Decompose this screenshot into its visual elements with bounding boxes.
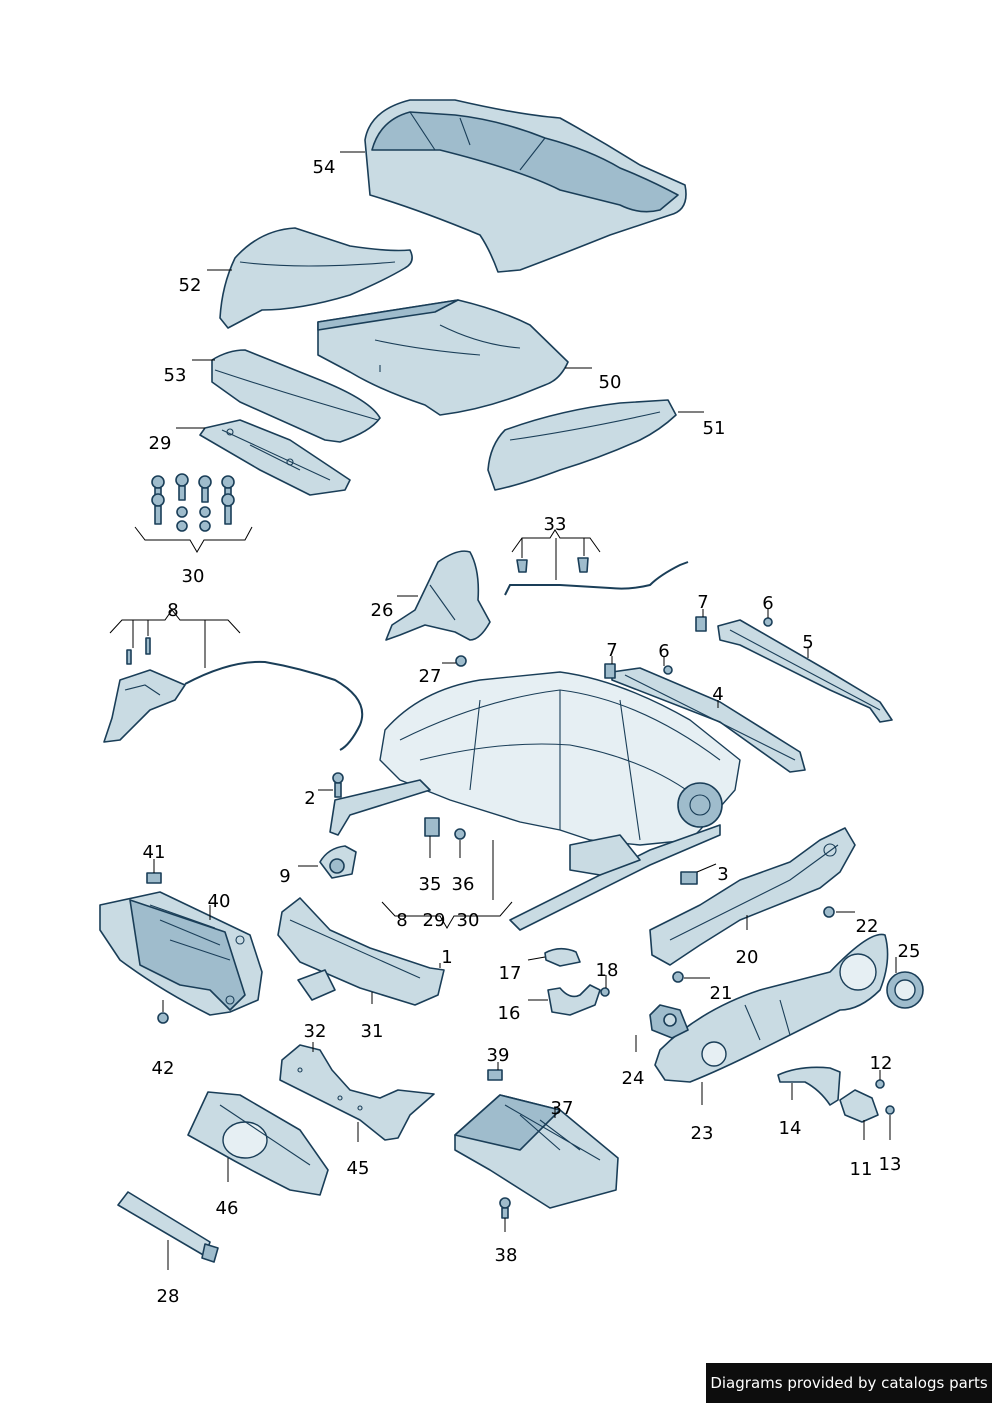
part-32-clip[interactable] [297, 969, 336, 1001]
callout-29-top: 29 [149, 433, 172, 454]
callout-6-lower: 6 [658, 641, 669, 662]
callout-18: 18 [596, 960, 619, 981]
part-50-seat-foam[interactable] [317, 299, 569, 416]
part-52-bolster-pad[interactable] [219, 227, 413, 329]
callout-32: 32 [304, 1021, 327, 1042]
callout-20: 20 [736, 947, 759, 968]
part-6-screw-lower[interactable] [663, 665, 673, 675]
callout-6-top: 6 [762, 593, 773, 614]
part-46-housing[interactable] [187, 1091, 329, 1196]
callout-38: 38 [495, 1245, 518, 1266]
callout-8-top: 8 [167, 600, 178, 621]
callout-54: 54 [313, 157, 336, 178]
callout-4: 4 [712, 684, 723, 705]
part-13-screw[interactable] [885, 1105, 895, 1115]
part-1-front-trim[interactable] [277, 897, 445, 1006]
part-14-lever[interactable] [777, 1066, 841, 1106]
part-9-knob[interactable] [319, 845, 357, 879]
credit-banner: Diagrams provided by catalogs parts [706, 1363, 992, 1403]
callout-28: 28 [157, 1286, 180, 1307]
part-27-screw[interactable] [455, 655, 467, 667]
callout-46: 46 [216, 1198, 239, 1219]
callout-16: 16 [498, 1003, 521, 1024]
part-8-release-cable[interactable] [103, 637, 364, 751]
callout-14: 14 [779, 1118, 802, 1139]
part-12-screw[interactable] [875, 1079, 885, 1089]
callout-39: 39 [487, 1045, 510, 1066]
part-54-seat-cover[interactable] [364, 99, 687, 273]
callout-12: 12 [870, 1053, 893, 1074]
callout-33: 33 [544, 514, 567, 535]
callout-29-lower: 29 [423, 910, 446, 931]
part-45-support-bracket[interactable] [279, 1044, 435, 1141]
part-53-front-pad[interactable] [211, 349, 381, 443]
part-23-side-panel[interactable] [654, 933, 889, 1083]
callout-36: 36 [452, 874, 475, 895]
callout-42: 42 [152, 1058, 175, 1079]
callout-2: 2 [304, 788, 315, 809]
part-5-seat-rail[interactable] [717, 619, 893, 723]
callout-37: 37 [551, 1098, 574, 1119]
callout-30-top: 30 [182, 566, 205, 587]
part-4-seat-rail[interactable] [611, 667, 806, 773]
callout-21: 21 [710, 983, 733, 1004]
part-26-side-trim[interactable] [385, 550, 491, 641]
part-21-screw[interactable] [672, 971, 684, 983]
callout-13: 13 [879, 1154, 902, 1175]
callout-11: 11 [850, 1159, 873, 1180]
callout-45: 45 [347, 1158, 370, 1179]
part-29-bracket[interactable] [199, 419, 351, 496]
part-42-screw[interactable] [157, 1012, 169, 1024]
part-7-clip-top[interactable] [695, 616, 707, 632]
part-30-fastener-set[interactable] [151, 473, 235, 532]
callout-52: 52 [179, 275, 202, 296]
part-17-handle[interactable] [544, 947, 581, 967]
callout-40: 40 [208, 891, 231, 912]
part-16-bracket[interactable] [547, 984, 601, 1016]
callout-5: 5 [802, 632, 813, 653]
callout-41: 41 [143, 842, 166, 863]
part-28-grease-tube[interactable] [117, 1191, 219, 1263]
callout-26: 26 [371, 600, 394, 621]
callout-30-lower: 30 [457, 910, 480, 931]
part-25-knob[interactable] [886, 971, 924, 1009]
part-41-clip[interactable] [146, 872, 162, 884]
part-2-bolt[interactable] [332, 772, 344, 798]
callout-9: 9 [279, 866, 290, 887]
callout-31: 31 [361, 1021, 384, 1042]
part-24-motor[interactable] [649, 1004, 689, 1039]
part-51-side-pad[interactable] [487, 399, 677, 491]
callout-8-lower: 8 [396, 910, 407, 931]
callout-50: 50 [599, 372, 622, 393]
callout-35: 35 [419, 874, 442, 895]
part-40-storage-drawer[interactable] [99, 891, 263, 1016]
callout-51: 51 [703, 418, 726, 439]
callout-3: 3 [717, 864, 728, 885]
part-3-connector[interactable] [680, 871, 698, 885]
part-39-clip[interactable] [487, 1069, 503, 1081]
part-33-wire-clip[interactable] [504, 557, 689, 596]
seat-frame-assembly[interactable] [329, 671, 741, 931]
part-36-screw[interactable] [454, 828, 466, 840]
callout-22: 22 [856, 916, 879, 937]
part-35-clip[interactable] [424, 817, 440, 837]
callout-24: 24 [622, 1068, 645, 1089]
part-38-screw[interactable] [499, 1197, 511, 1219]
callout-23: 23 [691, 1123, 714, 1144]
part-18-screw[interactable] [600, 987, 610, 997]
part-11-bracket[interactable] [839, 1089, 879, 1123]
callout-7-lower: 7 [606, 640, 617, 661]
part-6-screw-top[interactable] [763, 617, 773, 627]
callout-25: 25 [898, 941, 921, 962]
part-22-screw[interactable] [823, 906, 835, 918]
callout-17: 17 [499, 963, 522, 984]
callout-53: 53 [164, 365, 187, 386]
part-20-height-lever[interactable] [649, 827, 856, 966]
part-7-clip-lower[interactable] [604, 663, 616, 679]
part-37-storage-box[interactable] [454, 1094, 619, 1209]
callout-27: 27 [419, 666, 442, 687]
callout-7-top: 7 [697, 592, 708, 613]
callout-1: 1 [441, 947, 452, 968]
